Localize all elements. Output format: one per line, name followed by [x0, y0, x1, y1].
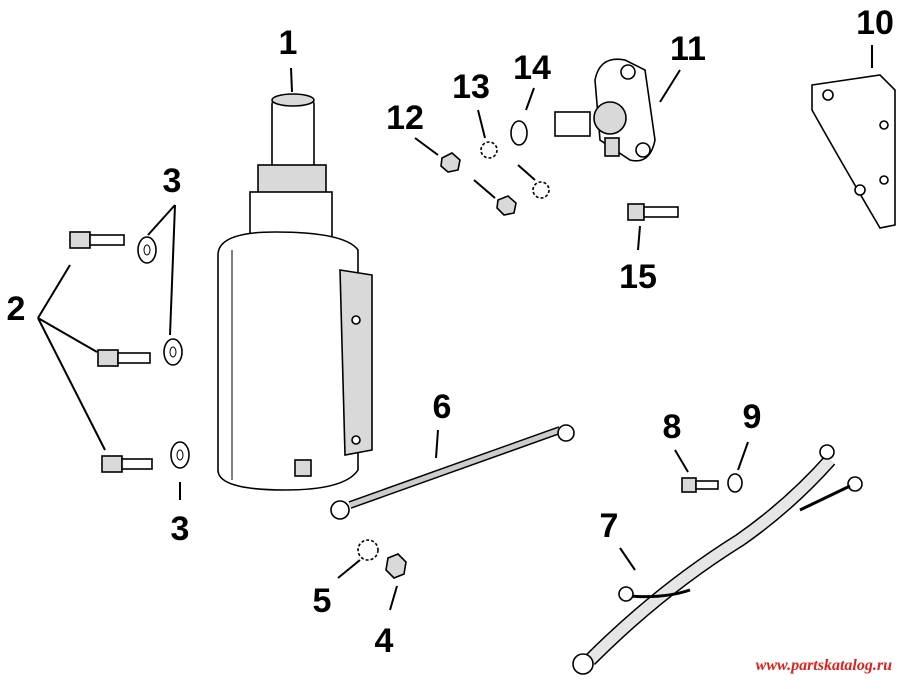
washer-14	[510, 120, 528, 146]
screw-15	[627, 203, 645, 221]
callout-10: 10	[856, 4, 894, 42]
callout-6: 6	[433, 388, 452, 426]
battery-cable	[330, 424, 575, 520]
starter-motor	[217, 93, 373, 491]
callout-12: 12	[386, 99, 424, 137]
nut	[385, 553, 407, 579]
callout-9: 9	[743, 398, 762, 436]
watermark: www.partskatalog.ru	[755, 657, 892, 674]
callout-3-top: 3	[163, 162, 182, 200]
washers	[137, 236, 190, 469]
bolts	[69, 231, 153, 473]
callout-13: 13	[452, 68, 490, 106]
bracket	[811, 74, 896, 229]
lockwasher-13b	[532, 181, 550, 199]
nut-12	[440, 152, 461, 173]
washer	[727, 473, 743, 493]
lockwasher	[357, 539, 379, 561]
callout-4: 4	[375, 622, 394, 660]
callout-8: 8	[663, 408, 682, 446]
callout-2: 2	[7, 290, 26, 328]
solenoid	[554, 58, 656, 162]
callout-1: 1	[279, 24, 298, 62]
wire-harness	[572, 444, 863, 675]
callout-7: 7	[600, 507, 619, 545]
leader-lines	[37, 45, 873, 611]
callout-5: 5	[313, 582, 332, 620]
callout-11: 11	[670, 30, 706, 68]
lockwasher-13	[480, 141, 498, 159]
callout-14: 14	[513, 49, 551, 87]
screw	[681, 477, 697, 493]
nut-12b	[496, 195, 517, 216]
callout-15: 15	[619, 258, 657, 296]
callout-3-bottom: 3	[171, 510, 190, 548]
